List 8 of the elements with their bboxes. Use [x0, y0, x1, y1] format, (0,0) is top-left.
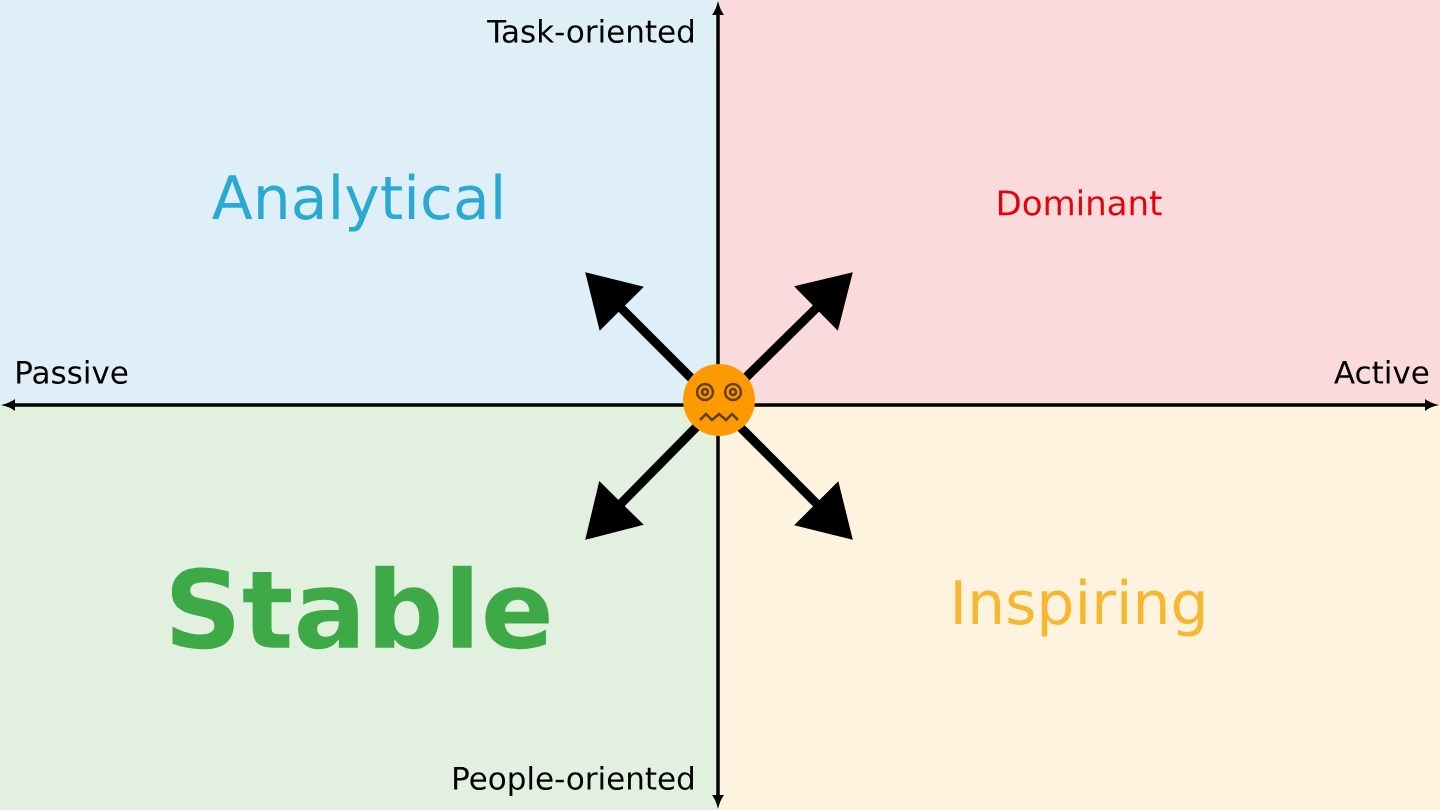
- axis-label: Active: [1334, 360, 1429, 384]
- axis-label: Task-oriented: [487, 19, 693, 43]
- axis-label: Passive: [17, 360, 128, 384]
- quadrant-title: Analytical: [212, 173, 501, 232]
- quadrant-title: Inspiring: [955, 578, 1204, 637]
- quadrant-title: Stable: [171, 565, 549, 650]
- axis-label: People-oriented: [454, 766, 693, 796]
- quadrant-title: Dominant: [998, 189, 1162, 216]
